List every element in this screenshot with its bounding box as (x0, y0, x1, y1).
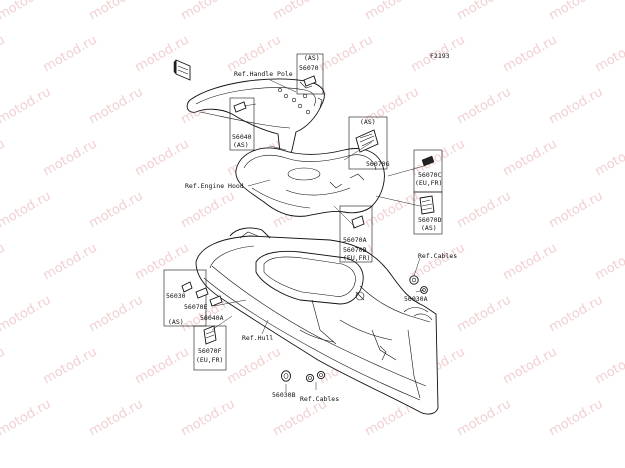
label-56070g: 56070G (366, 160, 390, 168)
label-56070-note: (AS) (304, 54, 320, 62)
watermark-text: motod.ru (547, 0, 606, 23)
watermark-text: motod.ru (501, 33, 560, 76)
decal-56030-56070e-56040a (163, 269, 223, 327)
label-56070a: 56070A (343, 236, 367, 244)
watermark-text: motod.ru (87, 85, 146, 128)
handle-pole (186, 78, 325, 157)
label-56070d-note: (AS) (421, 224, 437, 232)
watermark-text: motod.ru (501, 241, 560, 284)
label-56040-note: (AS) (233, 141, 249, 149)
front-direction-icon (173, 59, 191, 81)
watermark-text: motod.ru (0, 0, 54, 23)
decal-56070d (413, 191, 443, 235)
hull (195, 227, 439, 415)
watermark-text: motod.ru (0, 293, 54, 336)
part-labels: F2193 Ref.Handle Pole (AS) 56070 56040 (… (166, 52, 457, 403)
watermark-text: motod.ru (0, 85, 54, 128)
watermark-text: motod.ru (455, 397, 514, 440)
watermark-text: motod.ru (363, 0, 422, 23)
label-56070b: 56070B (343, 246, 367, 254)
label-56070: 56070 (299, 64, 319, 72)
watermark-text: motod.ru (87, 0, 146, 23)
label-ref-engine-hood: Ref.Engine Hood (185, 182, 244, 190)
watermark-text: motod.ru (87, 397, 146, 440)
watermark-text: motod.ru (41, 241, 100, 284)
watermark-text: motod.ru (547, 293, 606, 336)
label-56070c: 56070C (418, 171, 442, 179)
watermark-text: motod.ru (501, 137, 560, 180)
watermark-text: motod.ru (0, 137, 8, 180)
watermark-text: motod.ru (179, 0, 238, 23)
label-56040: 56040 (232, 133, 252, 141)
watermark-text: motod.ru (133, 345, 192, 388)
figure-code: F2193 (430, 52, 450, 60)
label-ref-cables-top: Ref.Cables (418, 252, 457, 260)
label-56030a: 56030A (404, 295, 428, 303)
decal-56070 (296, 53, 324, 95)
label-56070f-note: (EU,FR) (196, 356, 223, 364)
watermark-text: motod.ru (271, 397, 330, 440)
watermark-text: motod.ru (547, 189, 606, 232)
watermark-text: motod.ru (317, 33, 376, 76)
watermark-text: motod.ru (501, 345, 560, 388)
watermark-text: motod.ru (593, 33, 625, 76)
watermark-text: motod.ru (547, 397, 606, 440)
watermark-text: motod.ru (225, 345, 284, 388)
watermark-text: motod.ru (87, 189, 146, 232)
watermark-text: motod.ru (455, 0, 514, 23)
watermark-text: motod.ru (0, 33, 8, 76)
label-56040a: 56040A (200, 314, 224, 322)
watermark-text: motod.ru (133, 137, 192, 180)
leader-lines (211, 79, 425, 392)
label-56030b: 56030B (272, 391, 296, 399)
label-56070d: 56070D (418, 216, 442, 224)
watermark-text: motod.ru (0, 345, 8, 388)
watermark-text: motod.ru (87, 293, 146, 336)
label-ref-handle-pole: Ref.Handle Pole (234, 70, 293, 78)
watermark-text: motod.ru (455, 189, 514, 232)
label-56070b-note: (EU,FR) (343, 254, 370, 262)
watermark-text: motod.ru (547, 85, 606, 128)
watermark-text: motod.ru (179, 189, 238, 232)
engine-hood (235, 147, 385, 217)
label-56070f: 56070F (198, 347, 222, 355)
grommet-56030a (409, 275, 428, 294)
label-56030-note: (AS) (168, 318, 184, 326)
watermark-text: motod.ru (41, 345, 100, 388)
watermark-text: motod.ru (593, 241, 625, 284)
watermark-text: motod.ru (179, 397, 238, 440)
watermark-text: motod.ru (271, 0, 330, 23)
watermark-text: motod.ru (41, 33, 100, 76)
label-56070g-note: (AS) (360, 118, 376, 126)
decal-56040 (229, 97, 255, 151)
watermark-text: motod.ru (455, 293, 514, 336)
decal-56070g (348, 116, 388, 170)
grommet-56030b (281, 370, 326, 383)
watermark-text: motod.ru (0, 397, 54, 440)
watermark-text: motod.ru (41, 137, 100, 180)
watermark-text: motod.ru (455, 85, 514, 128)
watermark-text: motod.ru (0, 189, 54, 232)
watermark-text: motod.ru (593, 137, 625, 180)
watermark-text: motod.ru (593, 345, 625, 388)
label-56070e: 56070E (184, 303, 208, 311)
label-ref-hull: Ref.Hull (242, 334, 273, 342)
label-56070c-note: (EU,FR) (415, 179, 442, 187)
label-ref-cables-bottom: Ref.Cables (300, 395, 339, 403)
decal-56070f (193, 325, 227, 371)
watermark-text: motod.ru (0, 241, 8, 284)
watermark-text: motod.ru (133, 241, 192, 284)
label-56030: 56030 (166, 292, 186, 300)
